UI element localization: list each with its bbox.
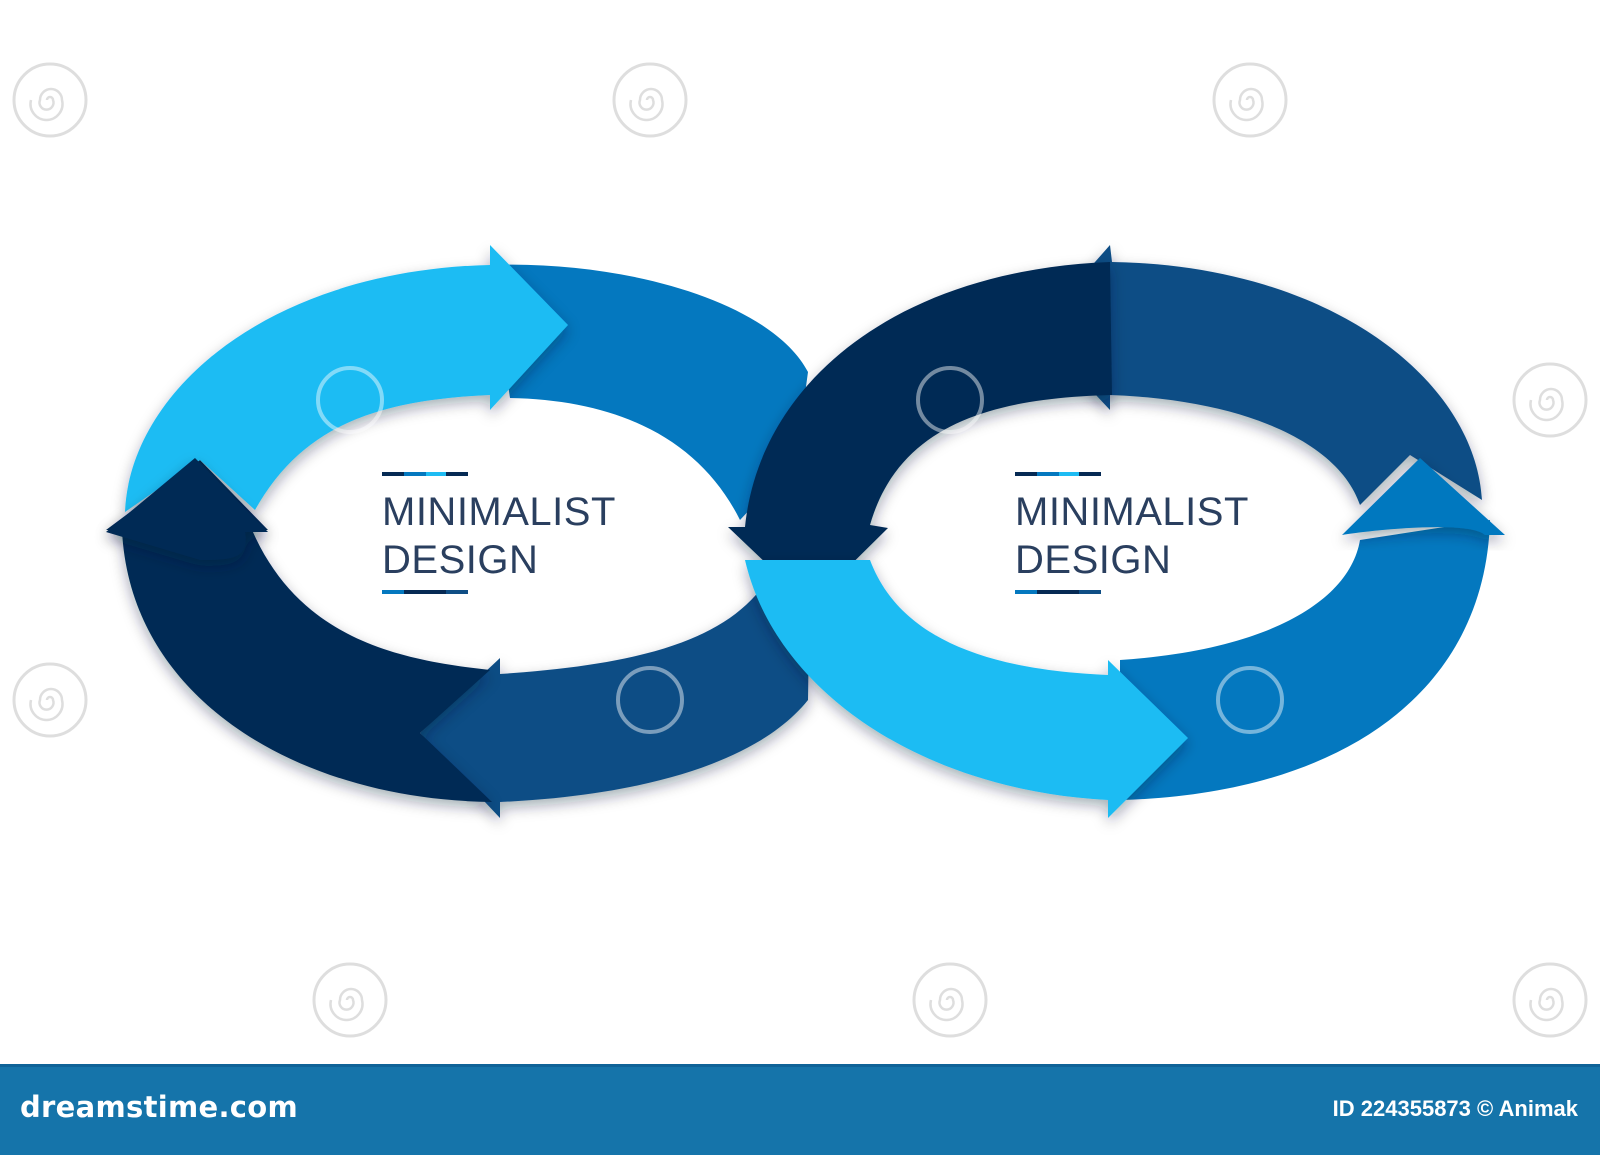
right-loop-arrow-left xyxy=(728,262,1112,605)
left-loop-arrow-lower-right xyxy=(420,560,810,818)
footer-credit: ID 224355873 © Animak xyxy=(1332,1096,1578,1121)
right-loop-arrow-right-head xyxy=(1342,458,1505,535)
left-loop-title-line2: DESIGN xyxy=(382,538,539,582)
right-loop-deco-bottom xyxy=(1015,590,1101,594)
left-loop-deco-top xyxy=(382,472,468,476)
right-loop-deco-top xyxy=(1015,472,1101,476)
right-loop-title-line2: DESIGN xyxy=(1015,538,1172,582)
infinity-diagram xyxy=(12,62,1588,1038)
left-loop-arrow-top xyxy=(125,245,568,512)
right-loop-segment-mid-blue xyxy=(1120,520,1490,800)
watermark-overlay xyxy=(316,366,1284,734)
left-loop-arrow-left-head xyxy=(106,458,268,560)
left-loop xyxy=(106,245,810,818)
left-loop-title-line1: MINIMALIST xyxy=(382,490,616,534)
right-loop-arrow-bottom xyxy=(745,560,1188,818)
left-loop-segment-mid-blue xyxy=(490,264,808,520)
right-loop-arrow-top-right xyxy=(1035,245,1482,505)
footer-bar: dreamstime.com ID 224355873 © Animak xyxy=(0,1064,1600,1155)
left-loop-deco-bottom xyxy=(382,590,468,594)
right-loop-title-line1: MINIMALIST xyxy=(1015,490,1249,534)
right-loop xyxy=(728,245,1505,818)
footer-brand[interactable]: dreamstime.com xyxy=(20,1090,299,1124)
footer-divider xyxy=(0,1064,1600,1067)
